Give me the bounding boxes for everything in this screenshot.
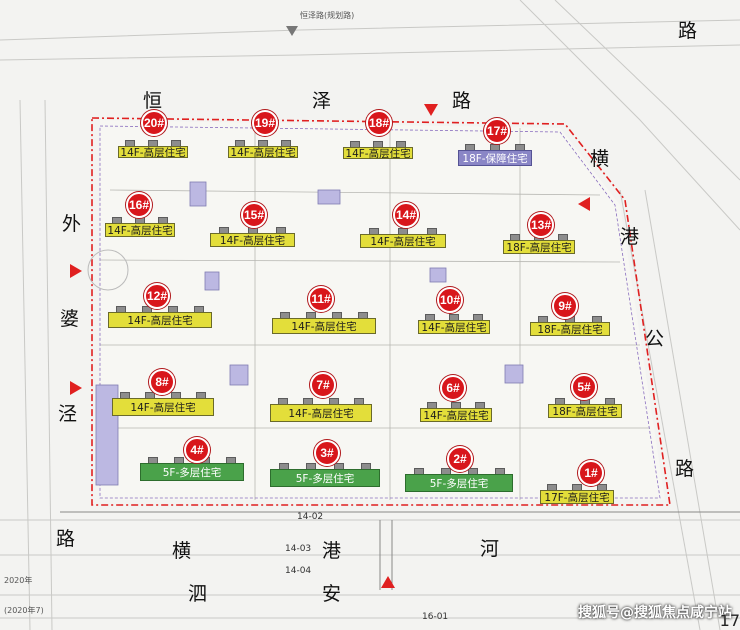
building-9-marker[interactable]: 9# (552, 293, 578, 319)
year-note-a: 2020年 (4, 576, 33, 585)
page-number: 17 (719, 611, 740, 630)
building-12-label[interactable]: 14F-高层住宅 (108, 312, 212, 328)
building-10-marker[interactable]: 10# (437, 287, 463, 313)
building-8-marker[interactable]: 8# (149, 369, 175, 395)
building-12-marker[interactable]: 12# (144, 283, 170, 309)
building-6-marker[interactable]: 6# (440, 375, 466, 401)
building-3-marker[interactable]: 3# (314, 440, 340, 466)
building-5-label[interactable]: 18F-高层住宅 (548, 404, 622, 418)
road-label-south-1: 横 (172, 540, 192, 562)
building-2-marker[interactable]: 2# (447, 446, 473, 472)
building-7-label[interactable]: 14F-高层住宅 (270, 404, 372, 422)
building-11-marker[interactable]: 11# (308, 286, 334, 312)
building-4-label[interactable]: 5F-多层住宅 (140, 463, 244, 481)
building-17-marker[interactable]: 17# (484, 118, 510, 144)
building-20-label[interactable]: 14F-高层住宅 (118, 146, 188, 159)
building-19-marker[interactable]: 19# (252, 110, 278, 136)
building-15-label[interactable]: 14F-高层住宅 (210, 233, 295, 247)
building-8-label[interactable]: 14F-高层住宅 (112, 398, 214, 416)
building-1-marker[interactable]: 1# (578, 460, 604, 486)
building-15-marker[interactable]: 15# (241, 202, 267, 228)
building-17-label[interactable]: 18F-保障住宅 (458, 150, 532, 166)
road-label-west-2: 婆 (60, 308, 80, 330)
entrance-arrow-top (286, 26, 298, 36)
road-label-east-3: 公 (645, 328, 665, 350)
building-11-label[interactable]: 14F-高层住宅 (272, 318, 376, 334)
building-14-label[interactable]: 14F-高层住宅 (360, 234, 446, 248)
year-note-b: (2020年7) (4, 606, 44, 615)
building-7-marker[interactable]: 7# (310, 372, 336, 398)
entrance-arrow-west-1 (70, 264, 82, 278)
building-16-label[interactable]: 14F-高层住宅 (105, 223, 175, 237)
building-2-label[interactable]: 5F-多层住宅 (405, 474, 513, 492)
road-label-east-1: 横 (590, 148, 610, 170)
road-label-south-4: 安 (322, 583, 342, 605)
building-9-label[interactable]: 18F-高层住宅 (530, 322, 610, 336)
building-16-marker[interactable]: 16# (126, 192, 152, 218)
entrance-arrow-north (424, 104, 438, 116)
road-label-west-1: 外 (62, 213, 82, 235)
road-code-2: 14-03 (285, 544, 312, 554)
entrance-arrow-south (381, 576, 395, 588)
building-5-marker[interactable]: 5# (571, 374, 597, 400)
building-19-label[interactable]: 14F-高层住宅 (228, 146, 298, 159)
top-road-note: 恒泽路(规划路) (300, 11, 355, 20)
building-6-label[interactable]: 14F-高层住宅 (420, 408, 492, 422)
road-label-north-2: 泽 (312, 90, 332, 112)
road-label-south-2: 泗 (188, 583, 208, 605)
road-label-west-4: 路 (56, 528, 76, 550)
building-10-label[interactable]: 14F-高层住宅 (418, 320, 490, 334)
building-20-marker[interactable]: 20# (141, 110, 167, 136)
building-4-marker[interactable]: 4# (184, 437, 210, 463)
road-label-north-3: 路 (452, 90, 472, 112)
road-code-1: 14-02 (297, 512, 324, 522)
road-code-4: 16-01 (422, 612, 449, 622)
road-label-north-1: 恒 (143, 90, 163, 112)
building-18-label[interactable]: 14F-高层住宅 (343, 147, 413, 160)
building-18-marker[interactable]: 18# (366, 110, 392, 136)
road-label-west-3: 泾 (58, 403, 78, 425)
road-label-east-4: 路 (675, 458, 695, 480)
road-label-east-2: 港 (620, 226, 640, 248)
building-13-label[interactable]: 18F-高层住宅 (503, 240, 575, 254)
building-14-marker[interactable]: 14# (393, 202, 419, 228)
building-1-label[interactable]: 17F-高层住宅 (540, 490, 614, 504)
entrance-arrow-west-2 (70, 381, 82, 395)
building-3-label[interactable]: 5F-多层住宅 (270, 469, 380, 487)
road-label-south-5: 河 (480, 538, 500, 560)
road-code-3: 14-04 (285, 566, 312, 576)
building-13-marker[interactable]: 13# (528, 212, 554, 238)
road-label-south-3: 港 (322, 540, 342, 562)
watermark: 搜狐号@搜狐焦点咸宁站 (578, 605, 732, 621)
road-label-north-top: 路 (678, 20, 698, 42)
entrance-arrow-east (578, 197, 590, 211)
